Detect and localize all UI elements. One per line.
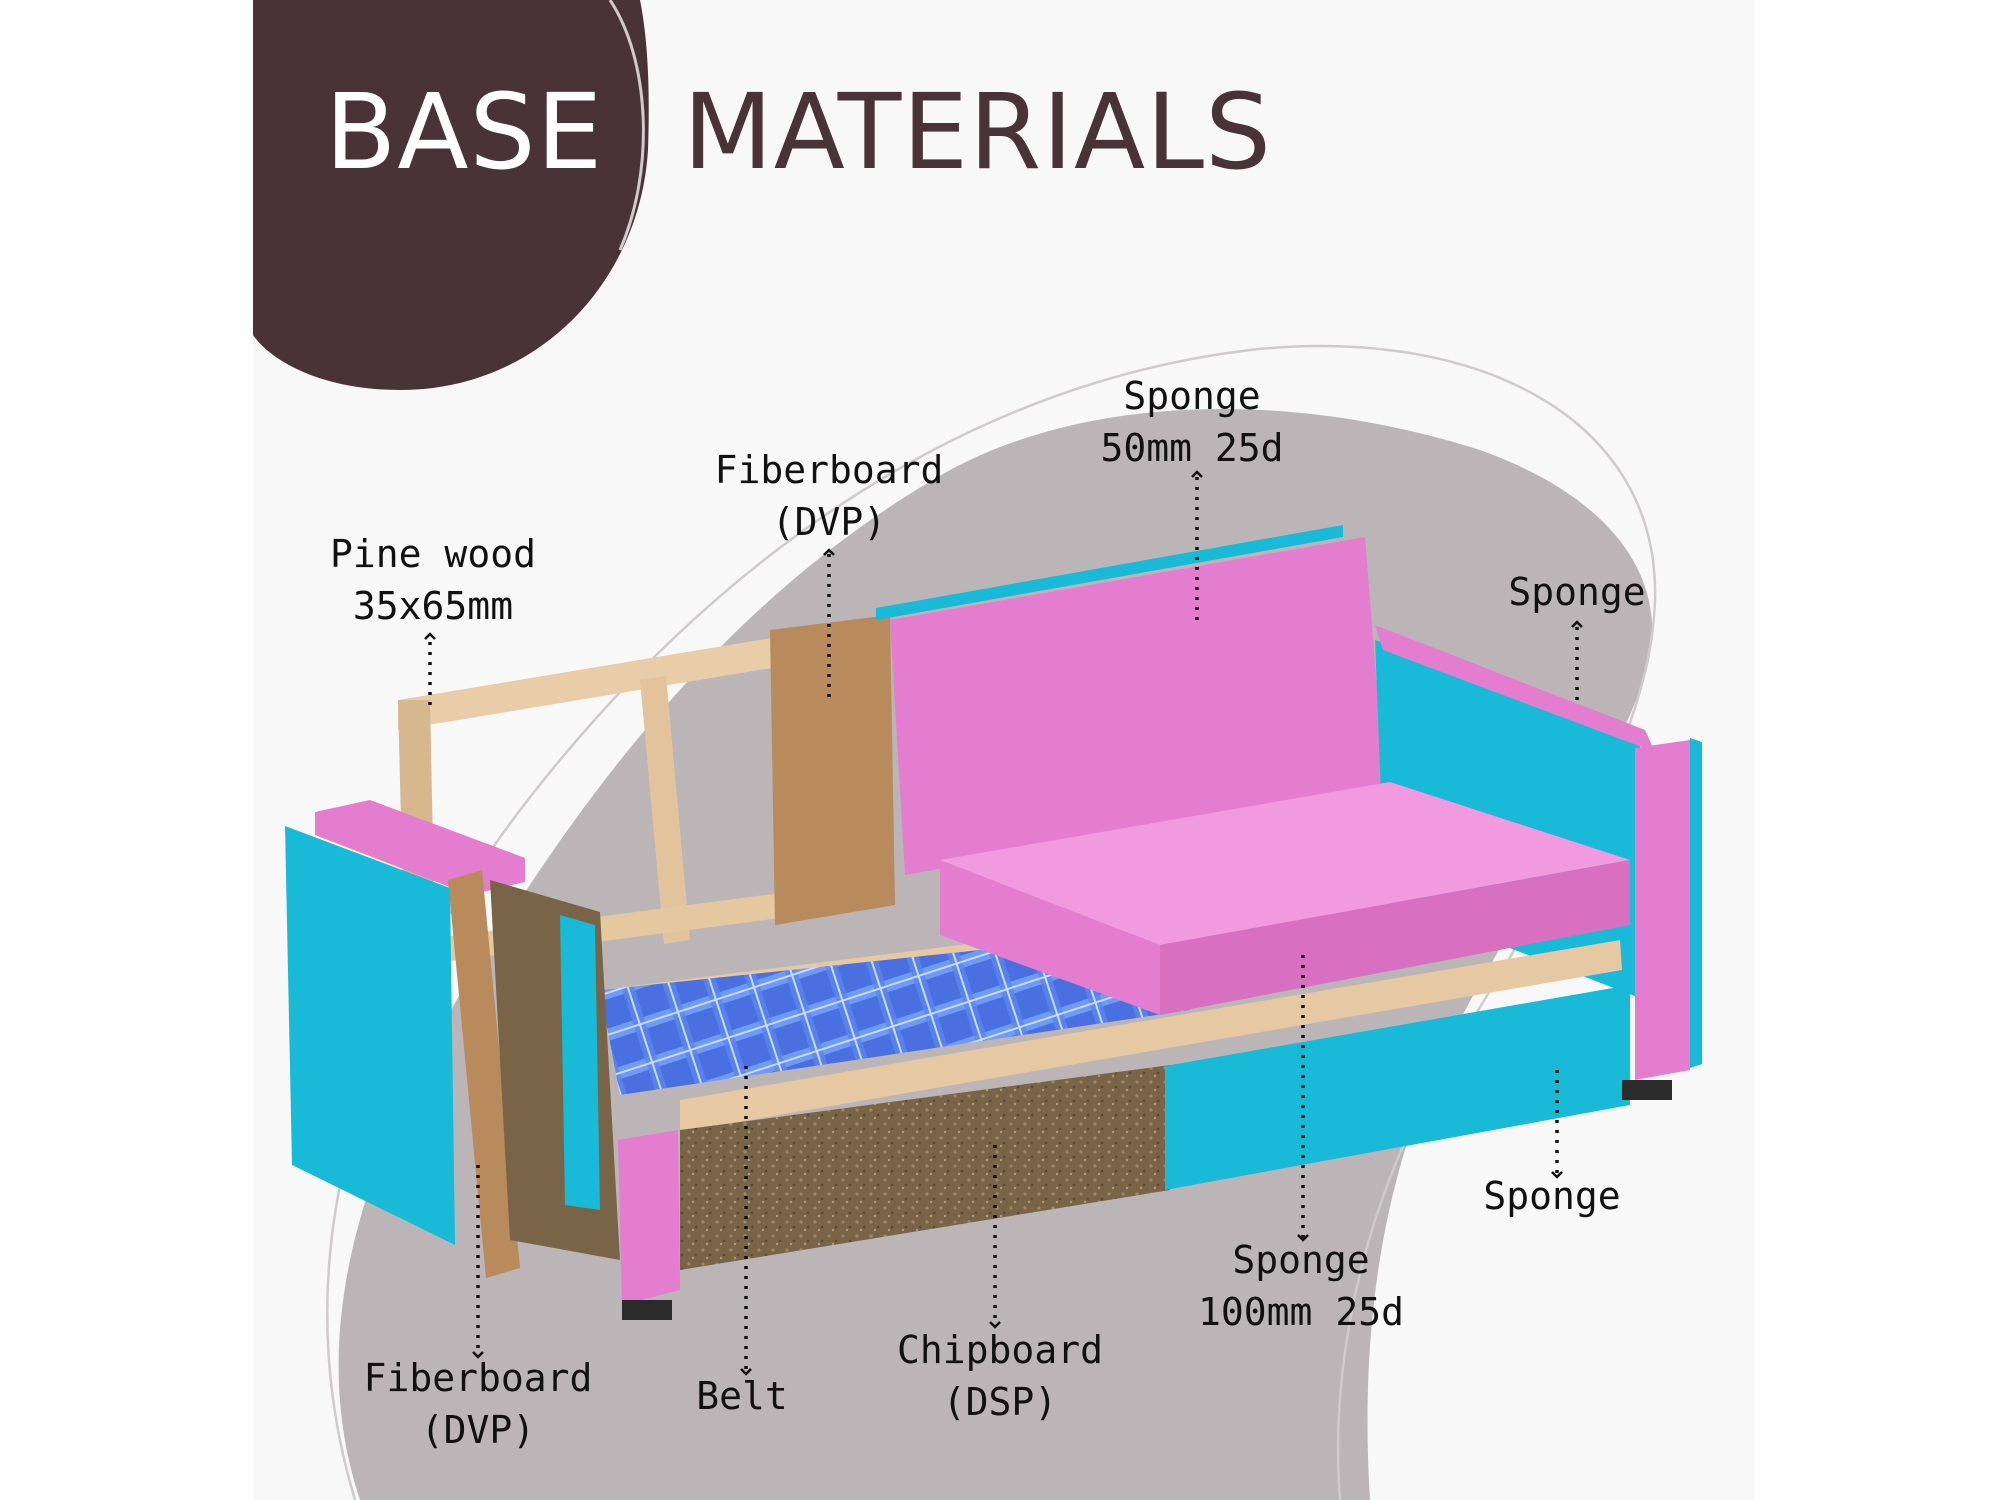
label-belt: Belt — [582, 1370, 902, 1422]
label-sponge-seat: Sponge 100mm 25d — [1141, 1234, 1461, 1338]
seat-cushion-top — [940, 782, 1630, 945]
right-arm-pink-top — [1375, 625, 1655, 752]
label-sponge-back: Sponge 50mm 25d — [1032, 370, 1352, 474]
left-front-pink-post — [618, 1130, 680, 1305]
label-sponge-arm: Sponge — [1417, 566, 1737, 618]
label-fiberboard-top-line1: Fiberboard — [714, 448, 944, 492]
sofa — [285, 525, 1702, 1320]
label-chipboard: Chipboard (DSP) — [840, 1324, 1160, 1428]
left-chipboard-inner — [490, 880, 620, 1260]
leader-arrows — [424, 470, 1583, 1376]
label-fiberboard-top: Fiberboard (DVP) — [669, 444, 989, 548]
left-arm-pink-top — [315, 800, 525, 895]
left-arm-blue-panel — [285, 826, 455, 1245]
label-belt-line1: Belt — [696, 1374, 788, 1418]
front-sponge — [1165, 985, 1630, 1190]
backrest-sponge-top-strip — [876, 525, 1343, 620]
label-chipboard-line2: (DSP) — [942, 1380, 1058, 1424]
label-sponge-back-line1: Sponge — [1123, 374, 1261, 418]
front-rail — [680, 940, 1622, 1132]
label-pine-wood: Pine wood 35x65mm — [273, 528, 593, 632]
title-circle — [253, 0, 649, 390]
label-fiberboard-top-line2: (DVP) — [771, 500, 887, 544]
seat-cushion-front — [940, 860, 1160, 1015]
backrest-sponge — [890, 537, 1385, 875]
label-sponge-seat-line2: 100mm 25d — [1198, 1290, 1404, 1334]
label-sponge-front: Sponge — [1392, 1170, 1712, 1222]
label-sponge-arm-line1: Sponge — [1508, 570, 1646, 614]
label-sponge-back-line2: 50mm 25d — [1100, 426, 1284, 470]
left-inner-blue-panel — [560, 915, 600, 1210]
left-fiberboard-outer — [448, 870, 520, 1278]
label-fiberboard-bottom-line2: (DVP) — [420, 1408, 536, 1452]
label-pine-wood-line2: 35x65mm — [352, 584, 514, 628]
label-sponge-front-line1: Sponge — [1483, 1174, 1621, 1218]
chipboard-panel — [680, 1065, 1170, 1270]
right-arm-blue-edge — [1690, 738, 1702, 1068]
label-fiberboard-bottom-line1: Fiberboard — [363, 1356, 593, 1400]
label-sponge-seat-line1: Sponge — [1232, 1238, 1370, 1282]
left-foot — [622, 1300, 672, 1320]
fiberboard-back-panel — [770, 615, 895, 925]
title-word-base: BASE — [325, 71, 604, 193]
right-foot — [1622, 1080, 1672, 1100]
label-fiberboard-bottom: Fiberboard (DVP) — [318, 1352, 638, 1456]
seat-cushion-side — [1160, 860, 1630, 1015]
label-pine-wood-line1: Pine wood — [330, 532, 536, 576]
title-circle-outline — [608, 0, 645, 251]
label-chipboard-line1: Chipboard — [897, 1328, 1103, 1372]
right-arm-pink-side — [1635, 740, 1690, 1080]
title-word-materials: MATERIALS — [683, 71, 1273, 193]
